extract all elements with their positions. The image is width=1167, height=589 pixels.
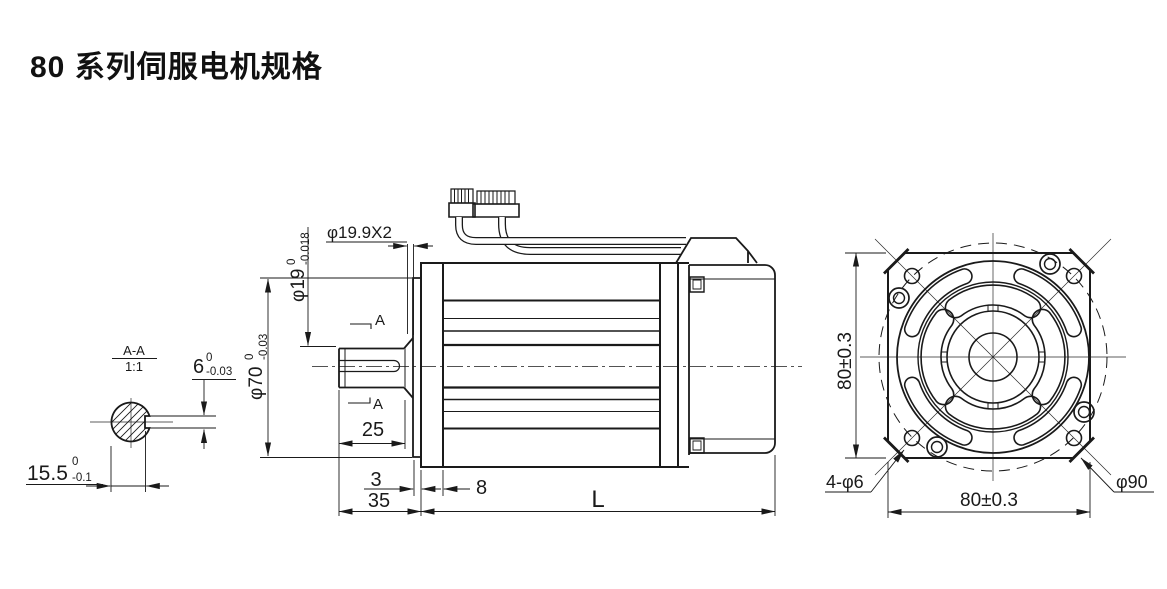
section-view: A-A 1:1 6 0 -0.03 15.5 0 -0.1 xyxy=(26,343,236,492)
motor-shaft xyxy=(338,337,414,399)
svg-text:0: 0 xyxy=(286,259,298,265)
vent-slots xyxy=(903,268,1083,446)
dim-section-width: 15.5 0 -0.1 xyxy=(26,431,169,492)
connector-base xyxy=(675,237,758,264)
motor-flange xyxy=(420,262,444,468)
front-view: 80±0.3 80±0.3 4-φ6 φ90 xyxy=(825,233,1154,518)
dim-pilot-circle: φ90 xyxy=(1080,457,1154,493)
section-scale: 1:1 xyxy=(125,359,143,374)
corner-chamfers xyxy=(883,248,1095,463)
dim-flange-width: 80±0.3 xyxy=(887,462,1091,518)
svg-text:-0.1: -0.1 xyxy=(72,472,92,484)
svg-text:0: 0 xyxy=(72,456,78,468)
spoke-tabs xyxy=(941,305,1045,409)
mounting-hole xyxy=(903,267,921,285)
connector-left xyxy=(448,188,476,218)
section-mark-top: A xyxy=(375,312,385,329)
dim-key-width: 6 0 -0.03 xyxy=(150,352,236,449)
dim-spigot-diameter: φ70 0 -0.03 xyxy=(244,277,412,458)
svg-text:φ70: φ70 xyxy=(246,367,267,400)
fan-cover xyxy=(896,260,1090,454)
shaft-section-shape xyxy=(110,401,151,443)
dim-shaft-length: 25 xyxy=(338,390,406,516)
drawing-title: 80 系列伺服电机规格 xyxy=(30,51,323,85)
screw-head xyxy=(926,436,948,458)
side-view: φ19.9X2 φ19 0 -0.018 φ70 0 -0.03 xyxy=(244,188,802,516)
dim-shaft-diameter: φ19 0 -0.018 xyxy=(286,227,336,347)
svg-text:80±0.3: 80±0.3 xyxy=(835,332,856,390)
motor-body xyxy=(442,262,661,468)
dim-bottom-row: 3 8 35 L xyxy=(338,455,776,516)
mounting-hole xyxy=(903,429,921,447)
dim-body-length: L xyxy=(591,486,604,513)
section-label: A-A xyxy=(123,343,145,358)
svg-text:-0.018: -0.018 xyxy=(300,232,312,265)
dim-mount-holes: 4-φ6 xyxy=(825,449,905,493)
cable-left xyxy=(455,217,686,245)
screw-head xyxy=(1039,253,1061,275)
cover-screws xyxy=(888,253,1095,458)
svg-text:15.5: 15.5 xyxy=(27,462,68,485)
svg-text:φ90: φ90 xyxy=(1116,472,1148,492)
diagonal-construction-lines xyxy=(874,238,1112,476)
mounting-hole xyxy=(1065,267,1083,285)
connector-right xyxy=(472,190,520,218)
svg-text:0: 0 xyxy=(206,352,212,364)
section-mark-bottom: A xyxy=(373,396,383,413)
screw-head xyxy=(1073,401,1095,423)
svg-text:6: 6 xyxy=(193,356,204,378)
svg-text:φ19: φ19 xyxy=(288,269,309,302)
cable-right xyxy=(498,217,681,255)
svg-text:0: 0 xyxy=(244,354,256,360)
svg-text:80±0.3: 80±0.3 xyxy=(960,490,1018,511)
dim-groove: φ19.9X2 xyxy=(326,223,433,335)
svg-text:φ19.9X2: φ19.9X2 xyxy=(327,223,392,242)
dim-flange-thickness: 8 xyxy=(476,477,487,499)
screw-head xyxy=(888,287,910,309)
section-centerlines xyxy=(90,398,173,448)
svg-text:25: 25 xyxy=(362,419,384,441)
dim-front-length: 35 xyxy=(368,490,390,512)
dim-flange-height: 80±0.3 xyxy=(835,252,886,459)
hatching xyxy=(111,402,150,442)
bolt-circle xyxy=(878,242,1108,472)
rear-housing xyxy=(659,237,776,468)
svg-text:4-φ6: 4-φ6 xyxy=(826,472,864,492)
mounting-hole xyxy=(1065,429,1083,447)
keyway-slot xyxy=(339,359,401,373)
pilot-boss xyxy=(412,277,422,458)
dim-spigot-length: 3 xyxy=(370,469,381,491)
section-cut-marks: A A xyxy=(348,312,385,413)
mounting-holes xyxy=(903,267,1083,447)
svg-text:-0.03: -0.03 xyxy=(206,366,232,378)
